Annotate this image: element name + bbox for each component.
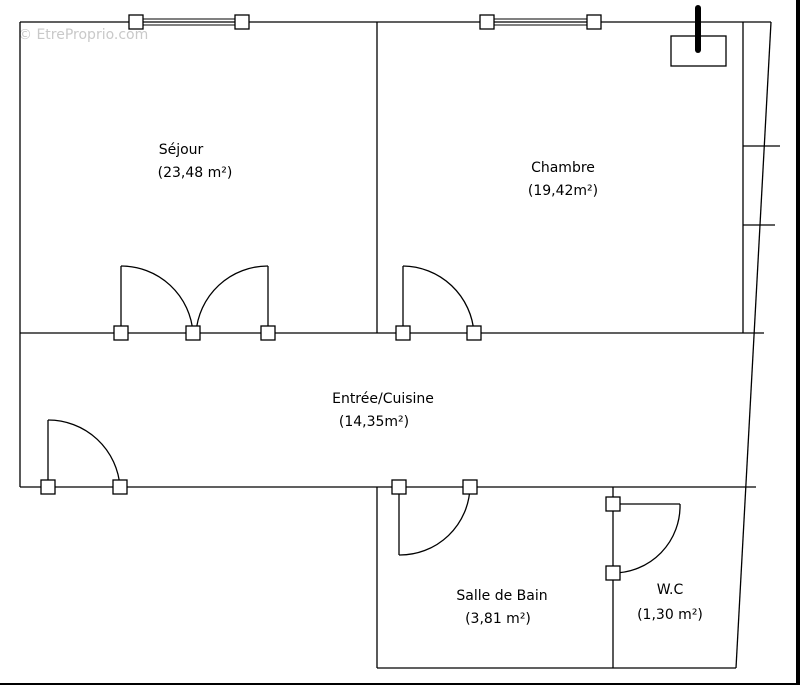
double-door-sejour	[113, 265, 276, 341]
door-wc	[605, 496, 681, 581]
room-wc-name: W.C	[657, 582, 684, 598]
door-salle-de-bain	[391, 479, 478, 556]
watermark: © EtreProprio.com	[18, 27, 148, 43]
room-chambre-area: (19,42m²)	[528, 183, 598, 199]
radiator-symbol	[670, 5, 727, 67]
window-chambre	[479, 14, 602, 30]
room-sejour: Séjour (23,48 m²)	[158, 142, 233, 181]
room-sejour-area: (23,48 m²)	[158, 165, 233, 181]
room-wc-area: (1,30 m²)	[637, 607, 703, 623]
room-salle-de-bain-name: Salle de Bain	[456, 588, 547, 604]
exterior-walls	[19, 21, 772, 669]
room-chambre: Chambre (19,42m²)	[528, 160, 598, 199]
door-chambre	[395, 265, 482, 341]
room-entree-name: Entrée/Cuisine	[332, 391, 434, 407]
room-chambre-name: Chambre	[531, 160, 595, 176]
room-sejour-name: Séjour	[159, 142, 204, 158]
room-salle-de-bain-area: (3,81 m²)	[465, 611, 531, 627]
room-entree-area: (14,35m²)	[339, 414, 409, 430]
window-sejour	[128, 14, 250, 30]
interior-walls	[20, 22, 780, 668]
entrance-door	[40, 419, 128, 495]
room-wc: W.C (1,30 m²)	[637, 582, 703, 623]
room-entree: Entrée/Cuisine (14,35m²)	[332, 391, 434, 430]
room-salle-de-bain: Salle de Bain (3,81 m²)	[456, 588, 547, 627]
